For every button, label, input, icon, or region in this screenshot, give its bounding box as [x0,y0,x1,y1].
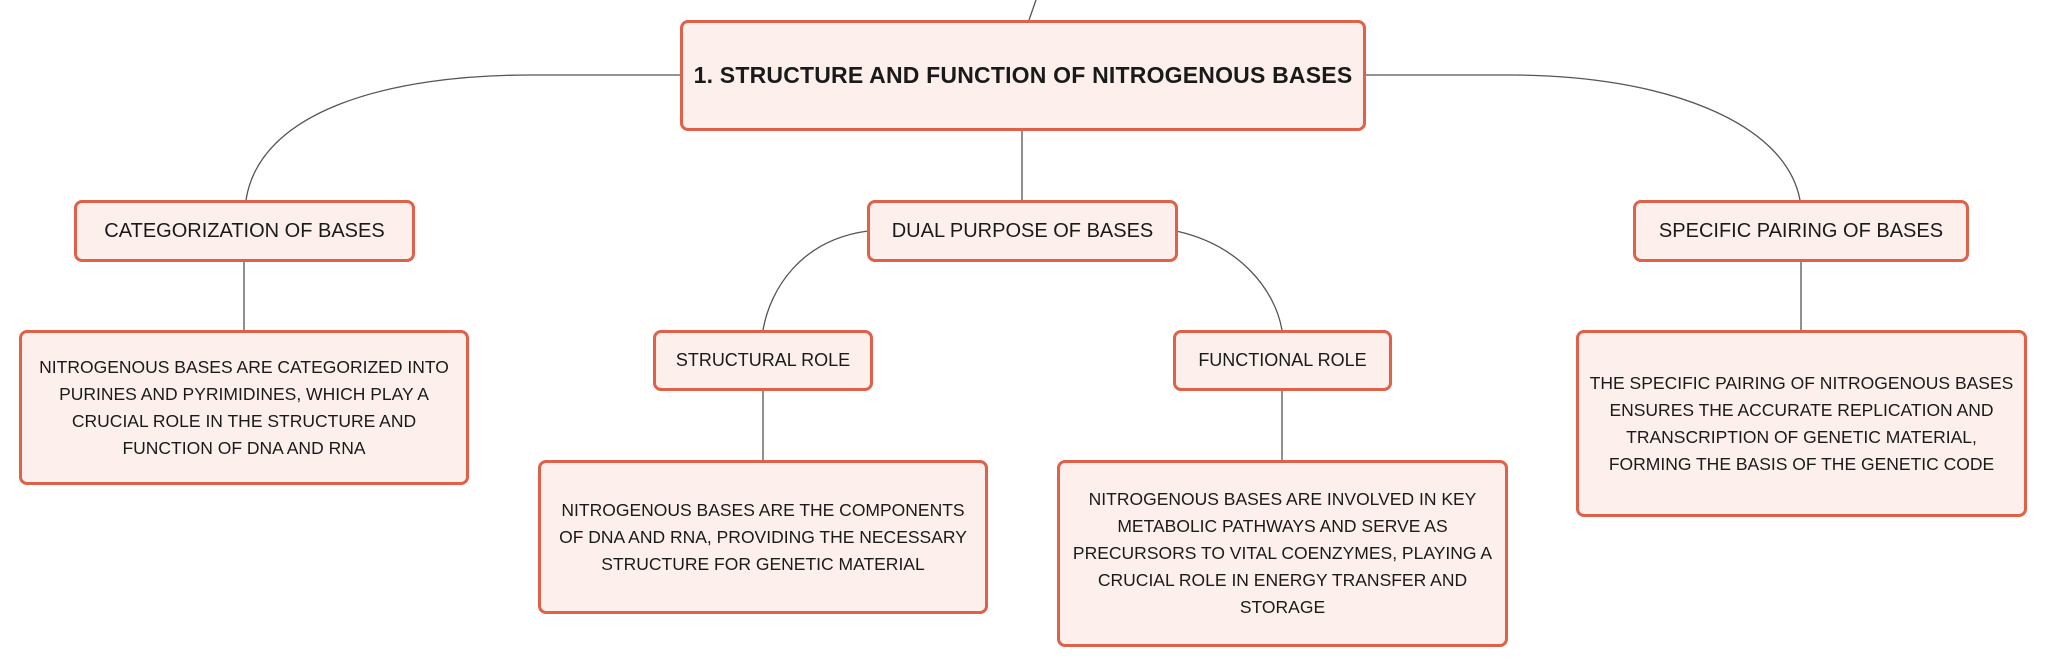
connector-root-to-categorization [245,74,680,201]
detail-node-categorization-text: NITROGENOUS BASES ARE CATEGORIZED INTO P… [39,356,449,458]
connector-root-to-specific-pairing [1364,74,1801,201]
sub-node-functional-role-label: FUNCTIONAL ROLE [1198,350,1367,370]
root-node-structure-and-function[interactable]: 1. STRUCTURE AND FUNCTION OF NITROGENOUS… [680,20,1366,131]
sub-node-structural-role-label: STRUCTURAL ROLE [675,350,851,370]
detail-node-specific-pairing[interactable]: THE SPECIFIC PAIRING OF NITROGENOUS BASE… [1576,330,2027,517]
detail-node-structural-role-text: NITROGENOUS BASES ARE THE COMPONENTS OF … [559,499,967,574]
sub-node-functional-role[interactable]: FUNCTIONAL ROLE [1173,330,1392,391]
branch-node-specific-pairing[interactable]: SPECIFIC PAIRING OF BASES [1633,200,1969,262]
sub-node-structural-role[interactable]: STRUCTURAL ROLE [653,330,873,391]
branch-node-categorization-label: CATEGORIZATION OF BASES [104,219,385,242]
detail-node-categorization[interactable]: NITROGENOUS BASES ARE CATEGORIZED INTO P… [19,330,469,485]
detail-node-specific-pairing-text: THE SPECIFIC PAIRING OF NITROGENOUS BASE… [1589,372,2014,474]
branch-node-dual-purpose-label: DUAL PURPOSE OF BASES [891,219,1154,242]
connector-dual-to-functional [1175,230,1283,331]
connector-dual-to-structural [762,230,869,331]
branch-node-categorization[interactable]: CATEGORIZATION OF BASES [74,200,415,262]
connector-parent-to-root [1028,0,1037,21]
root-node-title: 1. STRUCTURE AND FUNCTION OF NITROGENOUS… [693,62,1353,88]
branch-node-specific-pairing-label: SPECIFIC PAIRING OF BASES [1658,219,1944,242]
detail-node-functional-role[interactable]: NITROGENOUS BASES ARE INVOLVED IN KEY ME… [1057,460,1508,647]
detail-node-functional-role-text: NITROGENOUS BASES ARE INVOLVED IN KEY ME… [1072,489,1493,617]
detail-node-structural-role[interactable]: NITROGENOUS BASES ARE THE COMPONENTS OF … [538,460,988,614]
branch-node-dual-purpose[interactable]: DUAL PURPOSE OF BASES [867,200,1178,262]
